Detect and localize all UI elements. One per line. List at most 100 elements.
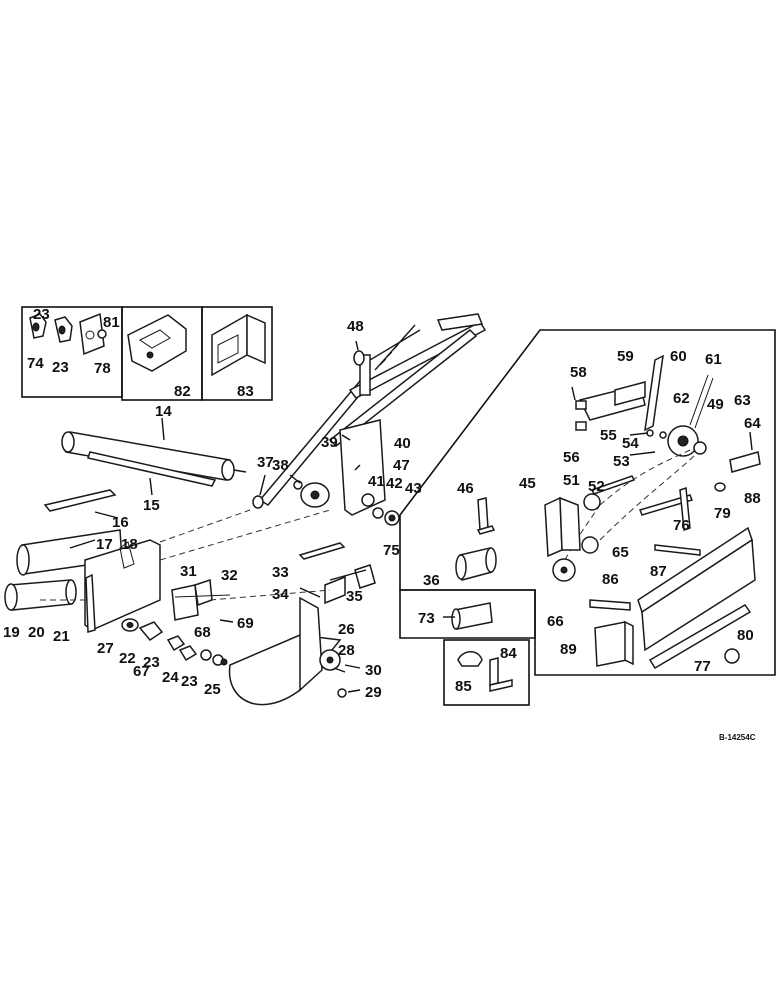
bearings-row <box>121 618 228 666</box>
callout-85: 85 <box>455 678 472 695</box>
callout-56: 56 <box>563 449 580 466</box>
drive-subassembly-box <box>399 329 776 706</box>
callout-42: 42 <box>386 475 403 492</box>
angle-16 <box>43 489 117 512</box>
sprocket-28 <box>319 649 347 698</box>
callout-16: 16 <box>112 514 129 531</box>
callout-89: 89 <box>560 641 577 658</box>
callout-labels: 23 81 74 23 78 82 83 14 15 16 17 18 19 2… <box>3 306 761 742</box>
callout-63: 63 <box>734 392 751 409</box>
callout-17: 17 <box>96 536 113 553</box>
shield-26 <box>228 596 342 706</box>
callout-30: 30 <box>365 662 382 679</box>
drawing-code: B-14254C <box>719 733 756 742</box>
callout-45: 45 <box>519 475 536 492</box>
inset-bearing-kit <box>21 306 123 398</box>
callout-82: 82 <box>174 383 191 400</box>
washer-79-80 <box>714 482 740 664</box>
callout-73: 73 <box>418 610 435 627</box>
callout-41: 41 <box>368 473 385 490</box>
shaft-73 <box>451 602 493 630</box>
callout-53: 53 <box>613 453 630 470</box>
small-parts-54-58 <box>575 400 667 439</box>
roller-14 <box>61 431 247 481</box>
callout-32: 32 <box>221 567 238 584</box>
callout-88: 88 <box>744 490 761 507</box>
bracket-59 <box>578 354 664 432</box>
callout-31: 31 <box>180 563 197 580</box>
callout-60: 60 <box>670 348 687 365</box>
callout-20: 20 <box>28 624 45 641</box>
callout-24: 24 <box>162 669 179 686</box>
callout-40: 40 <box>394 435 411 452</box>
callout-69: 69 <box>237 615 254 632</box>
callout-87: 87 <box>650 563 667 580</box>
strip-15 <box>87 451 217 487</box>
callout-67: 67 <box>133 663 150 680</box>
callout-36: 36 <box>423 572 440 589</box>
callout-48: 48 <box>347 318 364 335</box>
callout-33: 33 <box>272 564 289 581</box>
callout-15: 15 <box>143 497 160 514</box>
callout-37: 37 <box>257 454 274 471</box>
callout-51: 51 <box>563 472 580 489</box>
callout-18: 18 <box>121 536 138 553</box>
washers-41-43 <box>361 493 400 526</box>
callout-55: 55 <box>600 427 617 444</box>
callout-84: 84 <box>500 645 517 662</box>
callout-35: 35 <box>346 588 363 605</box>
shaft-64 <box>729 451 761 473</box>
shaft-36 <box>455 547 497 581</box>
callout-23: 23 <box>52 359 69 376</box>
callout-64: 64 <box>744 415 761 432</box>
frame-arm-40 <box>258 313 487 516</box>
callout-83: 83 <box>237 383 254 400</box>
callout-58: 58 <box>570 364 587 381</box>
callout-46: 46 <box>457 480 474 497</box>
callout-28: 28 <box>338 642 355 659</box>
bracket-46 <box>476 497 496 535</box>
inset-bracket-83 <box>201 306 273 401</box>
callout-52: 52 <box>588 478 605 495</box>
callout-22: 22 <box>119 650 136 667</box>
callout-34: 34 <box>272 586 289 603</box>
callout-21: 21 <box>53 628 70 645</box>
callout-38: 38 <box>272 457 289 474</box>
callout-29: 29 <box>365 684 382 701</box>
callout-75: 75 <box>383 542 400 559</box>
callout-80: 80 <box>737 627 754 644</box>
callout-78: 78 <box>94 360 111 377</box>
callout-61: 61 <box>705 351 722 368</box>
cover-88 <box>637 526 756 652</box>
callout-79: 79 <box>714 505 731 522</box>
cover-89 <box>594 620 634 667</box>
callout-86: 86 <box>602 571 619 588</box>
chain-61 <box>689 374 714 429</box>
callout-39: 39 <box>321 434 338 451</box>
frame-21 <box>84 539 161 633</box>
callout-62: 62 <box>673 390 690 407</box>
callout-23: 23 <box>143 654 160 671</box>
spring-rod-48 <box>353 324 416 371</box>
callout-19: 19 <box>3 624 20 641</box>
bracket-31-32 <box>171 578 231 621</box>
chain-loop <box>564 449 696 561</box>
callout-74: 74 <box>27 355 44 372</box>
bracket-45 <box>544 496 581 558</box>
callout-43: 43 <box>405 480 422 497</box>
sprocket-51-65-66 <box>552 493 601 582</box>
callout-23: 23 <box>33 306 50 323</box>
callout-25: 25 <box>204 681 221 698</box>
callout-59: 59 <box>617 348 634 365</box>
callout-49: 49 <box>707 396 724 413</box>
callout-27: 27 <box>97 640 114 657</box>
part-37 <box>252 495 264 509</box>
callout-81: 81 <box>103 314 120 331</box>
brace-87 <box>654 544 701 556</box>
strip-77 <box>648 604 752 670</box>
callout-76: 76 <box>673 517 690 534</box>
assembly-guide-lines <box>40 509 331 601</box>
brace-76 <box>638 486 694 532</box>
callout-54: 54 <box>622 435 639 452</box>
